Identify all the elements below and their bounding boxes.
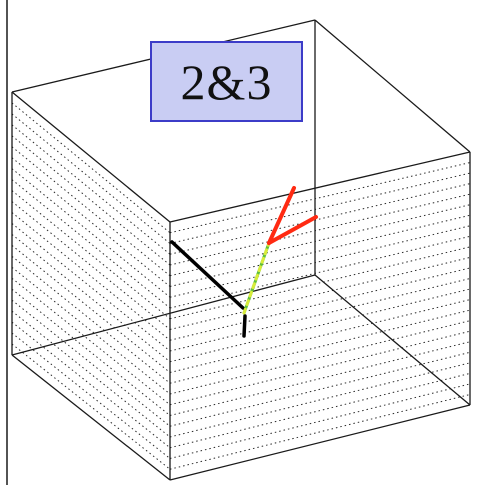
right-wall-dotted-grid — [169, 162, 471, 470]
left-wall-dotted-line — [11, 168, 171, 298]
left-wall-dotted-line — [11, 223, 171, 352]
right-wall-dotted-line — [169, 309, 471, 384]
right-wall-dotted-line — [169, 299, 471, 373]
left-wall-dotted-line — [11, 343, 171, 470]
left-wall-dotted-line — [11, 332, 171, 459]
right-wall-dotted-line — [169, 351, 471, 427]
particle-tracks — [170, 186, 318, 338]
right-wall-dotted-line — [169, 267, 471, 341]
left-wall-dotted-line — [11, 146, 171, 277]
left-wall-dotted-line — [11, 245, 171, 373]
left-wall-dotted-line — [11, 277, 171, 406]
event-label-text: 2&3 — [180, 53, 273, 110]
right-wall-dotted-line — [169, 246, 471, 320]
cube-edge-bottom-front — [169, 404, 471, 481]
right-wall-dotted-line — [169, 288, 471, 363]
right-wall-dotted-line — [169, 383, 471, 459]
yellow-track — [242, 241, 271, 315]
right-wall-dotted-line — [169, 393, 471, 470]
cube-edge-top-right — [314, 19, 471, 153]
left-wall-dotted-line — [11, 157, 171, 287]
right-wall-dotted-line — [169, 193, 471, 266]
right-wall-dotted-line — [169, 256, 471, 330]
right-wall-dotted-line — [169, 214, 471, 287]
right-wall-dotted-line — [169, 341, 471, 416]
cube-edge-bottom-left — [11, 354, 171, 481]
cube-edge-top-front — [169, 151, 471, 223]
right-wall-dotted-line — [169, 330, 471, 406]
right-wall-dotted-line — [169, 162, 471, 234]
left-wall-dotted-line — [11, 113, 171, 244]
left-wall-dotted-line — [11, 135, 171, 266]
left-wall-dotted-line — [11, 288, 171, 416]
cube-edge-bottom-back — [11, 274, 316, 356]
cube-edge-bottom-right — [314, 274, 471, 406]
left-wall-dotted-line — [11, 190, 171, 320]
left-wall-dotted-line — [11, 321, 171, 449]
right-wall-dotted-line — [169, 362, 471, 438]
left-wall-dotted-line — [11, 102, 171, 234]
red-track-lower — [267, 215, 318, 245]
right-wall-dotted-line — [169, 225, 471, 298]
right-wall-dotted-line — [169, 172, 471, 244]
right-wall-dotted-line — [169, 204, 471, 277]
cube-edge-top-left — [11, 91, 171, 223]
left-wall-dotted-line — [11, 234, 171, 363]
left-wall-dotted-line — [11, 212, 171, 341]
red-track-upper — [267, 186, 296, 245]
left-wall-dotted-line — [11, 201, 171, 330]
black-track-short — [242, 314, 247, 338]
left-wall-dotted-line — [11, 266, 171, 395]
left-wall-dotted-line — [11, 179, 171, 309]
event-label-box: 2&3 — [150, 41, 303, 122]
black-track-long — [170, 240, 245, 310]
left-wall-dotted-line — [11, 124, 171, 255]
left-wall-dotted-grid — [11, 102, 171, 470]
right-wall-dotted-line — [169, 372, 471, 449]
right-wall-dotted-line — [169, 235, 471, 309]
right-wall-dotted-line — [169, 320, 471, 395]
right-wall-dotted-line — [169, 183, 471, 255]
cube-edges — [11, 19, 471, 481]
right-wall-dotted-line — [169, 278, 471, 352]
